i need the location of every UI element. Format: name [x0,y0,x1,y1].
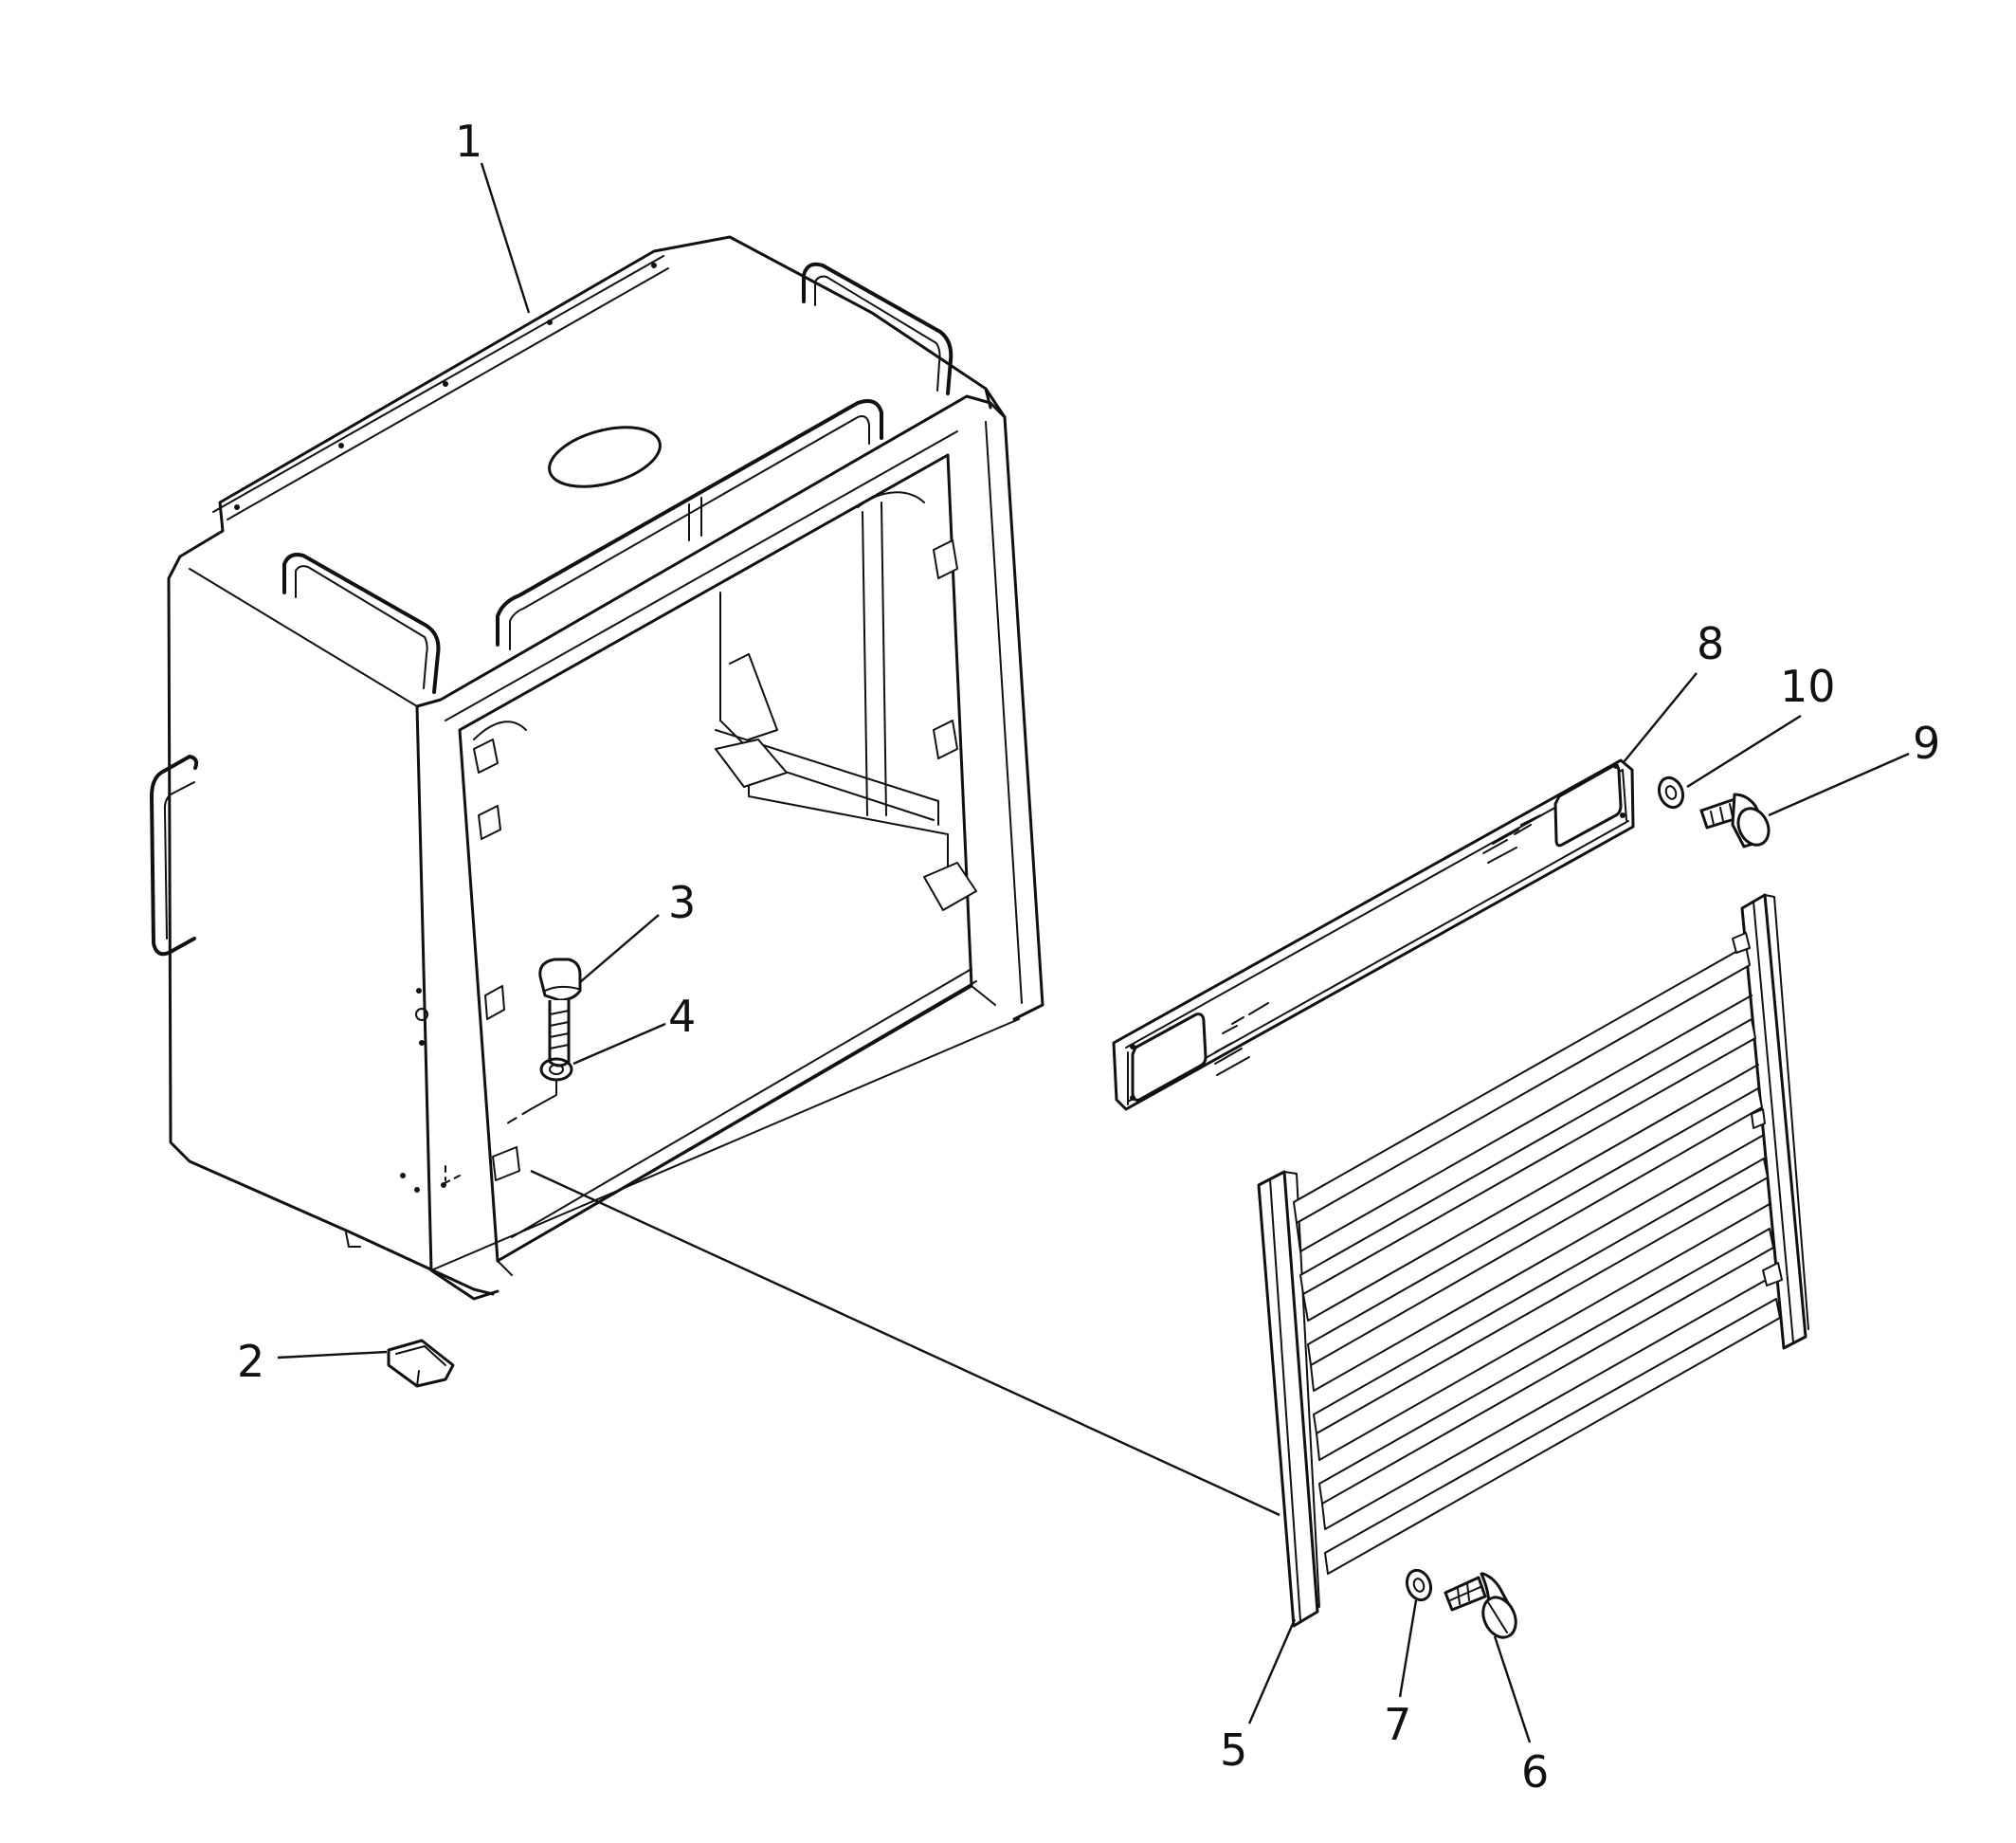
callout-6: 6 [1521,1746,1549,1797]
leader-4 [572,1022,666,1066]
part-7-washer [1405,1568,1433,1602]
part-1-hood-housing [167,235,1044,1301]
part-10-washer [1657,776,1685,810]
leader-lines [277,162,1910,1743]
callout-4: 4 [668,991,696,1042]
leader-2 [277,1350,388,1359]
leader-6 [1493,1635,1532,1743]
callout-5: 5 [1220,1724,1247,1776]
callout-7: 7 [1384,1699,1411,1750]
part-2-clip [387,1339,455,1388]
leader-5 [1247,1618,1297,1724]
part-5-grille [1257,893,1809,1628]
callout-9: 9 [1913,718,1940,769]
leader-8 [1623,672,1698,763]
callout-3: 3 [668,877,696,928]
callout-10: 10 [1780,661,1836,712]
callout-1: 1 [455,116,482,167]
leader-9 [1768,752,1910,817]
callout-2: 2 [237,1336,264,1387]
callout-8: 8 [1697,618,1724,669]
leader-7 [1398,1599,1418,1698]
leader-10 [1686,714,1802,789]
part-9-bolt [1699,793,1771,849]
part-4-washer [440,1057,573,1186]
assembly-line [530,1169,1280,1517]
part-3-bolt [538,958,582,1067]
grille-slats [1293,945,1781,1575]
callout-labels: 1 2 3 4 5 6 7 8 9 10 [237,116,1940,1797]
part-8-panel-plate [1112,758,1635,1111]
leader-3 [579,914,660,983]
hood-handles [150,262,954,957]
part-6-bolt [1444,1572,1517,1639]
leader-1 [480,162,531,314]
